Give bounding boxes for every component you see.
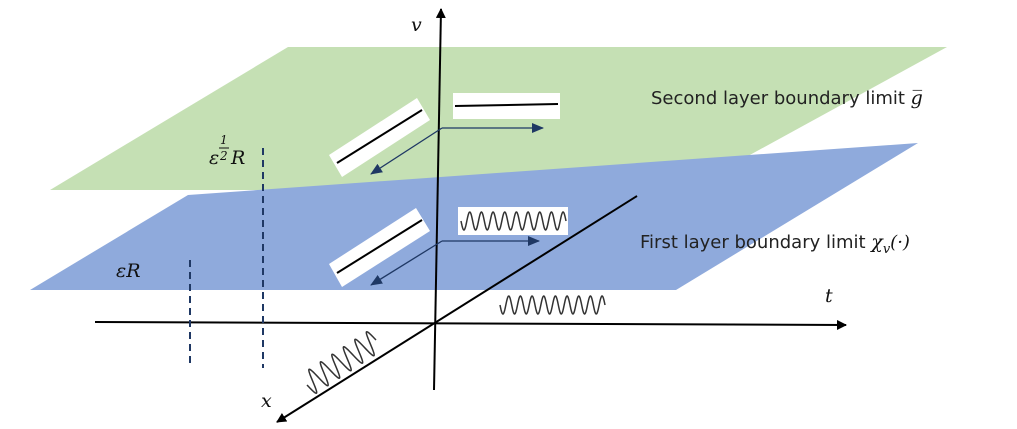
x-axis (276, 195, 638, 423)
svg-text:R: R (230, 147, 245, 169)
first-layer-x-profile (329, 208, 430, 287)
svg-text:1: 1 (220, 133, 228, 147)
v-axis-label: v (411, 14, 422, 36)
first-layer-t-profile (458, 207, 568, 235)
second-layer-label: Second layer boundary limit g̅ (651, 87, 923, 109)
svg-text:2: 2 (219, 149, 228, 163)
outer-marker-label: ε 1 2 R (209, 133, 245, 169)
second-layer-x-profile (329, 98, 430, 177)
t-axis-oscillation (497, 292, 607, 318)
t-axis-label: t (825, 285, 833, 307)
svg-text:ε: ε (209, 147, 219, 169)
x-axis-oscillation (306, 330, 377, 395)
first-layer-x-arrow (370, 240, 443, 286)
first-layer-label: First layer boundary limit χv(·) (640, 231, 910, 257)
second-layer-t-profile (453, 93, 560, 119)
inner-marker-label: εR (116, 260, 141, 282)
t-axis (94, 319, 847, 330)
x-axis-label: x (261, 390, 272, 412)
second-layer-x-arrow (370, 127, 443, 175)
v-axis (433, 8, 446, 391)
